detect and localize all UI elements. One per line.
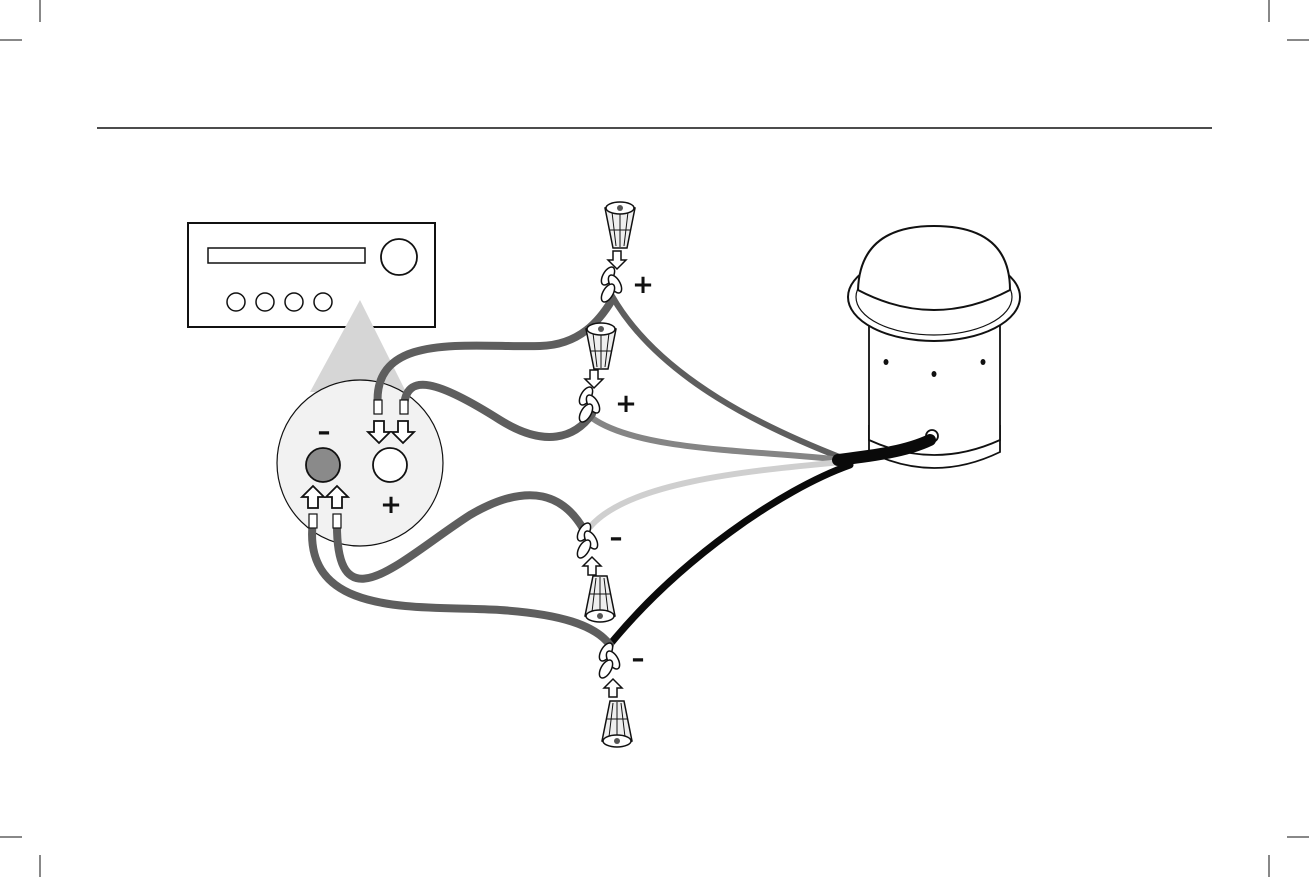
amplifier-knob (256, 293, 274, 311)
junction-positive-1: + (599, 202, 654, 304)
junction-positive-2: + (577, 323, 637, 424)
junction-4-polarity: – (632, 644, 645, 674)
terminal-zoom-circle (277, 380, 443, 546)
wire-nut-icon (605, 202, 635, 248)
amplifier-knob (314, 293, 332, 311)
amplifier-icon (188, 223, 435, 327)
positive-terminal-label: + (380, 490, 402, 520)
amplifier-knob (227, 293, 245, 311)
wire-speaker-negative-1 (590, 462, 842, 527)
junction-3-polarity: – (610, 523, 623, 553)
junction-negative-2: – (597, 641, 645, 747)
negative-terminal-label: – (318, 417, 331, 447)
arrow-down-icon (583, 557, 601, 575)
junction-negative-1: – (575, 521, 623, 622)
wire-nut-icon (586, 323, 616, 369)
arrow-down-icon (585, 370, 603, 388)
amplifier-knob (285, 293, 303, 311)
arrow-down-icon (604, 679, 622, 697)
in-ceiling-speaker-icon (848, 226, 1020, 468)
wire-nut-icon (602, 701, 632, 747)
junction-2-polarity: + (615, 389, 637, 419)
junction-1-polarity: + (632, 270, 654, 300)
wire-speaker-positive-2 (592, 418, 842, 460)
wire-speaker-positive-1 (612, 296, 842, 458)
positive-terminal (373, 448, 407, 482)
negative-terminal (306, 448, 340, 482)
wire-nut-icon (585, 576, 615, 622)
twisted-wire-icon (597, 641, 623, 680)
